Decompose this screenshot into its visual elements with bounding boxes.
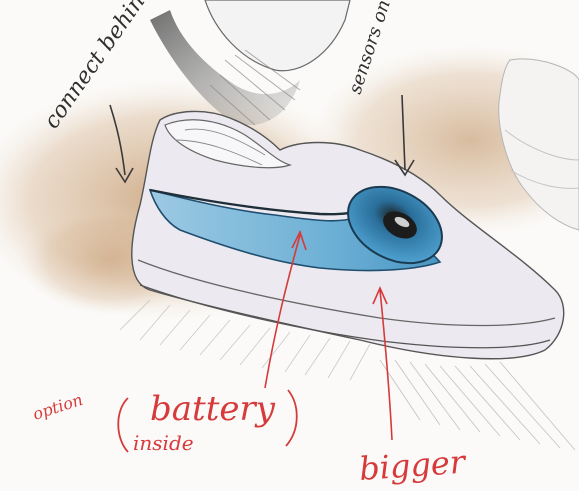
ground-scribble bbox=[380, 360, 575, 450]
leg-sketch bbox=[205, 0, 350, 71]
battery-paren-left bbox=[118, 398, 128, 452]
battery-paren-right bbox=[286, 390, 297, 446]
option-label: option bbox=[30, 390, 85, 424]
bigger-label: bigger bbox=[358, 443, 468, 488]
inside-label: inside bbox=[133, 431, 194, 455]
battery-label: battery bbox=[150, 389, 276, 429]
